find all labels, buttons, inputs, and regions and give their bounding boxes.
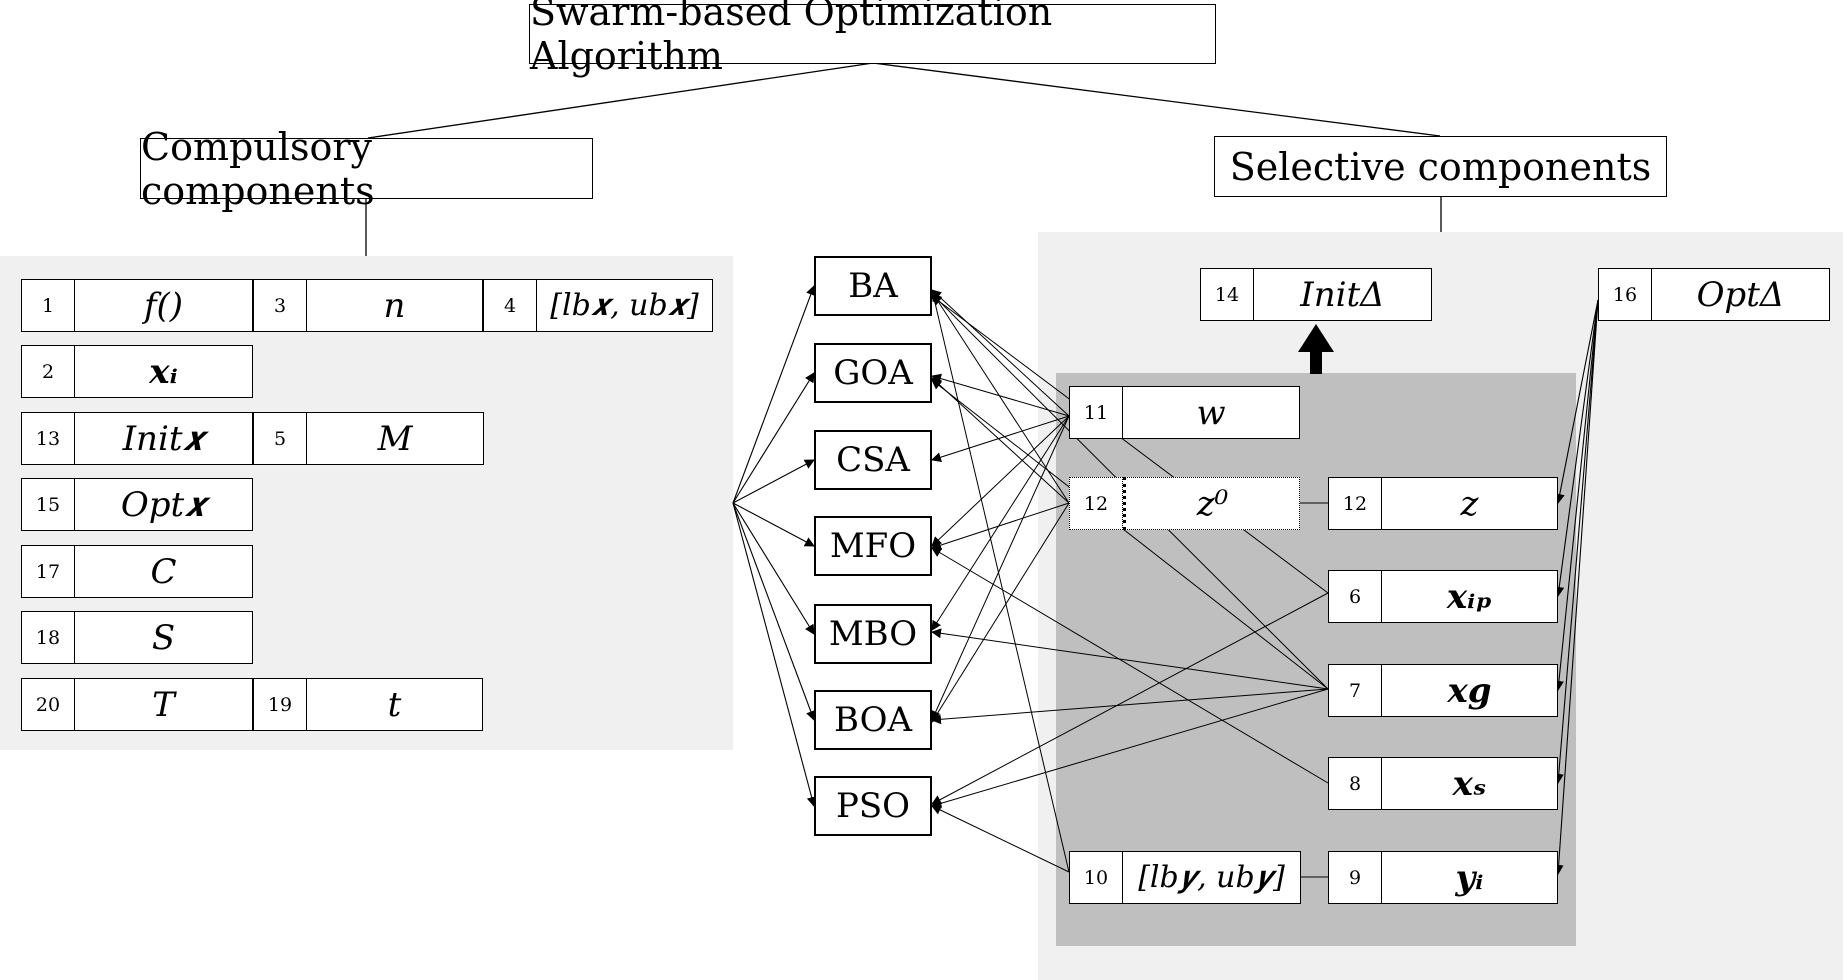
component-18: 18 S bbox=[21, 611, 253, 664]
component-16: 16 OptΔ bbox=[1598, 268, 1830, 321]
diagram-title: Swarm-based Optimization Algorithm bbox=[529, 0, 1216, 78]
component-5: 5 M bbox=[253, 412, 484, 465]
algorithm-boa: BOA bbox=[814, 690, 932, 750]
component-13: 13 Init𝒙 bbox=[21, 412, 253, 465]
component-symbol: 𝒙g bbox=[1382, 664, 1558, 717]
component-symbol: [lb𝒙, ub𝒙] bbox=[537, 279, 713, 332]
component-symbol: 𝒙ᵢ bbox=[75, 345, 253, 398]
component-number: 6 bbox=[1328, 570, 1382, 623]
component-17: 17 C bbox=[21, 545, 253, 598]
component-symbol: Opt𝒙 bbox=[75, 478, 253, 531]
component-symbol: T bbox=[75, 678, 253, 731]
algorithm-ba: BA bbox=[814, 256, 932, 316]
component-symbol: z bbox=[1382, 477, 1558, 530]
component-number: 12 bbox=[1328, 477, 1382, 530]
component-number: 11 bbox=[1069, 386, 1123, 439]
component-symbol: z⁰ bbox=[1123, 477, 1300, 530]
component-number: 18 bbox=[21, 611, 75, 664]
component-symbol: 𝒙ᵢₚ bbox=[1382, 570, 1558, 623]
algorithm-csa: CSA bbox=[814, 430, 932, 490]
component-symbol: f() bbox=[75, 279, 253, 332]
component-number: 16 bbox=[1598, 268, 1652, 321]
component-symbol: C bbox=[75, 545, 253, 598]
component-9: 9 𝒚ᵢ bbox=[1328, 851, 1558, 904]
component-12: 12 z bbox=[1328, 477, 1558, 530]
component-number: 8 bbox=[1328, 757, 1382, 810]
component-number: 17 bbox=[21, 545, 75, 598]
component-symbol: S bbox=[75, 611, 253, 664]
component-number: 10 bbox=[1069, 851, 1123, 904]
component-number: 12 bbox=[1069, 477, 1123, 530]
component-6: 6 𝒙ᵢₚ bbox=[1328, 570, 1558, 623]
algorithm-mbo: MBO bbox=[814, 604, 932, 664]
component-19: 19 t bbox=[253, 678, 483, 731]
component-number: 9 bbox=[1328, 851, 1382, 904]
component-number: 4 bbox=[483, 279, 537, 332]
component-number: 15 bbox=[21, 478, 75, 531]
component-number: 20 bbox=[21, 678, 75, 731]
selective-header: Selective components bbox=[1214, 136, 1667, 197]
component-symbol: 𝒚ᵢ bbox=[1382, 851, 1558, 904]
algorithm-goa: GOA bbox=[814, 343, 932, 403]
component-10: 10 [lb𝒚, ub𝒚] bbox=[1069, 851, 1301, 904]
component-2: 2 𝒙ᵢ bbox=[21, 345, 253, 398]
component-number: 1 bbox=[21, 279, 75, 332]
component-number: 7 bbox=[1328, 664, 1382, 717]
component-symbol: t bbox=[307, 678, 483, 731]
component-symbol: M bbox=[307, 412, 484, 465]
component-3: 3 n bbox=[253, 279, 483, 332]
component-11: 11 w bbox=[1069, 386, 1300, 439]
component-14: 14 InitΔ bbox=[1200, 268, 1432, 321]
component-20: 20 T bbox=[21, 678, 253, 731]
component-1: 1 f() bbox=[21, 279, 253, 332]
component-symbol: w bbox=[1123, 386, 1300, 439]
component-number: 19 bbox=[253, 678, 307, 731]
component-number: 3 bbox=[253, 279, 307, 332]
algorithm-pso: PSO bbox=[814, 776, 932, 836]
component-12-initial: 12 z⁰ bbox=[1069, 477, 1300, 530]
component-symbol: Init𝒙 bbox=[75, 412, 253, 465]
component-8: 8 𝒙ₛ bbox=[1328, 757, 1558, 810]
compulsory-header: Compulsory components bbox=[140, 125, 593, 213]
component-number: 14 bbox=[1200, 268, 1254, 321]
component-15: 15 Opt𝒙 bbox=[21, 478, 253, 531]
component-symbol: OptΔ bbox=[1652, 268, 1830, 321]
component-4: 4 [lb𝒙, ub𝒙] bbox=[483, 279, 713, 332]
component-number: 2 bbox=[21, 345, 75, 398]
component-symbol: [lb𝒚, ub𝒚] bbox=[1123, 851, 1301, 904]
component-symbol: InitΔ bbox=[1254, 268, 1432, 321]
selective-inner-panel bbox=[1056, 373, 1576, 946]
component-7: 7 𝒙g bbox=[1328, 664, 1558, 717]
component-symbol: 𝒙ₛ bbox=[1382, 757, 1558, 810]
component-number: 5 bbox=[253, 412, 307, 465]
component-number: 13 bbox=[21, 412, 75, 465]
algorithm-mfo: MFO bbox=[814, 516, 932, 576]
component-symbol: n bbox=[307, 279, 483, 332]
